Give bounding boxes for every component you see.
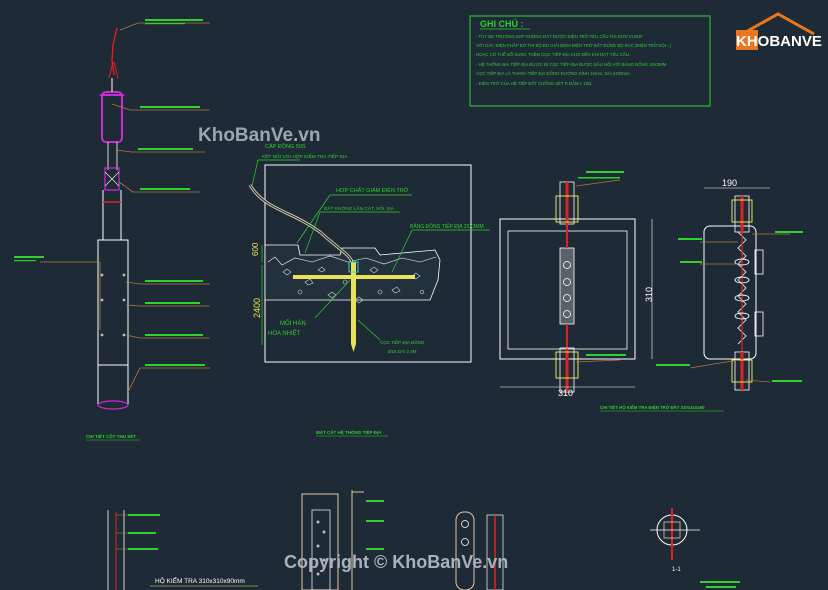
inspection-box-side: 190 [656, 178, 803, 391]
inspection-box-front: 310 310 [499, 171, 654, 398]
weld-label-2: HÓA NHIỆT [268, 329, 301, 337]
note-line: - ĐIỆN TRỞ CỦA HỆ TIẾP ĐẤT CHỐNG SÉT R Đ… [476, 81, 592, 86]
cable-sub-label: KẾT NỐI VỚI HỘP KIỂM TRA TIẾP ĐỊA [262, 153, 348, 160]
watermark-top: KhoBanVe.vn [198, 125, 320, 146]
rod-label-2: Ø16 DÀI 2.4M [388, 348, 417, 354]
strip-label: BĂNG ĐỒNG TIẾP ĐỊA 25X3MM [410, 223, 484, 230]
ground-section-detail: 600 2400 CÁP ĐỒNG 50S KẾT NỐI VỚI HỘP KI… [248, 143, 490, 363]
note-line: - TÙY BD TRƯỜNG BOF KHÔNG ĐẠT ĐƯỢC ĐIỆN … [476, 34, 643, 39]
section-mark: 1-1 [672, 567, 681, 573]
notes-title: GHI CHÚ : [480, 18, 524, 29]
dim-310-height: 310 [644, 287, 654, 302]
bottom-box-label: HỘ KIỂM TRA 310x310x90mm [155, 576, 245, 585]
dim-310-width: 310 [558, 388, 573, 398]
watermark-bottom: Copyright © KhoBanVe.vn [284, 552, 508, 572]
dim-600: 600 [251, 242, 260, 256]
rod-label-1: CỌC TIẾP ĐỊA ĐỒNG [380, 339, 425, 345]
note-line: VỚI GÁC ĐIỆN PHẢP BỞ THI BỘ ĐÙ GIẢI ĐỊNH… [476, 43, 672, 48]
cable-label: CÁP ĐỒNG 50S [265, 143, 306, 150]
dim-2400: 2400 [252, 298, 262, 318]
notes-frame [469, 15, 711, 107]
compound-label: HỢP CHẤT GIẢM ĐIỆN TRỞ [336, 186, 409, 194]
box-caption: CHI TIẾT HỘ KIỂM TRA ĐIỆN TRỞ ĐẤT 310x31… [600, 405, 705, 410]
bottom-details: HỘ KIỂM TRA 310x310x90mm 1-1 [107, 490, 740, 590]
khobanve-logo: KHOBANVE [736, 12, 822, 50]
weld-label-1: MỐI HÀN [280, 320, 306, 327]
ground-caption: MẶT CẮT HỆ THỐNG TIẾP ĐỊA [316, 428, 382, 435]
note-line: - HỆ THỐNG BÃI TIẾP ĐỊA ĐƯỢC ĐI CỌC TIẾP… [476, 62, 667, 67]
soil-label: ĐẤT KHÔNG LẪN CÁT, SỎI, ĐÁ [324, 205, 395, 212]
dim-190: 190 [722, 178, 737, 188]
note-line: HOẶC CÓ THỂ BỔ SUNG THÊM CỌC TIẾP ĐỊA CH… [476, 52, 630, 57]
note-line: CỌC TIẾP ĐỊA LÀ THANH TIẾP ĐỊA ĐỒNG ĐƯỜN… [476, 71, 631, 76]
logo-text: KHOBANVE [736, 33, 822, 50]
pole-caption: CHI TIẾT CỘT THU SÉT [86, 432, 136, 439]
lightning-pole [14, 19, 210, 410]
